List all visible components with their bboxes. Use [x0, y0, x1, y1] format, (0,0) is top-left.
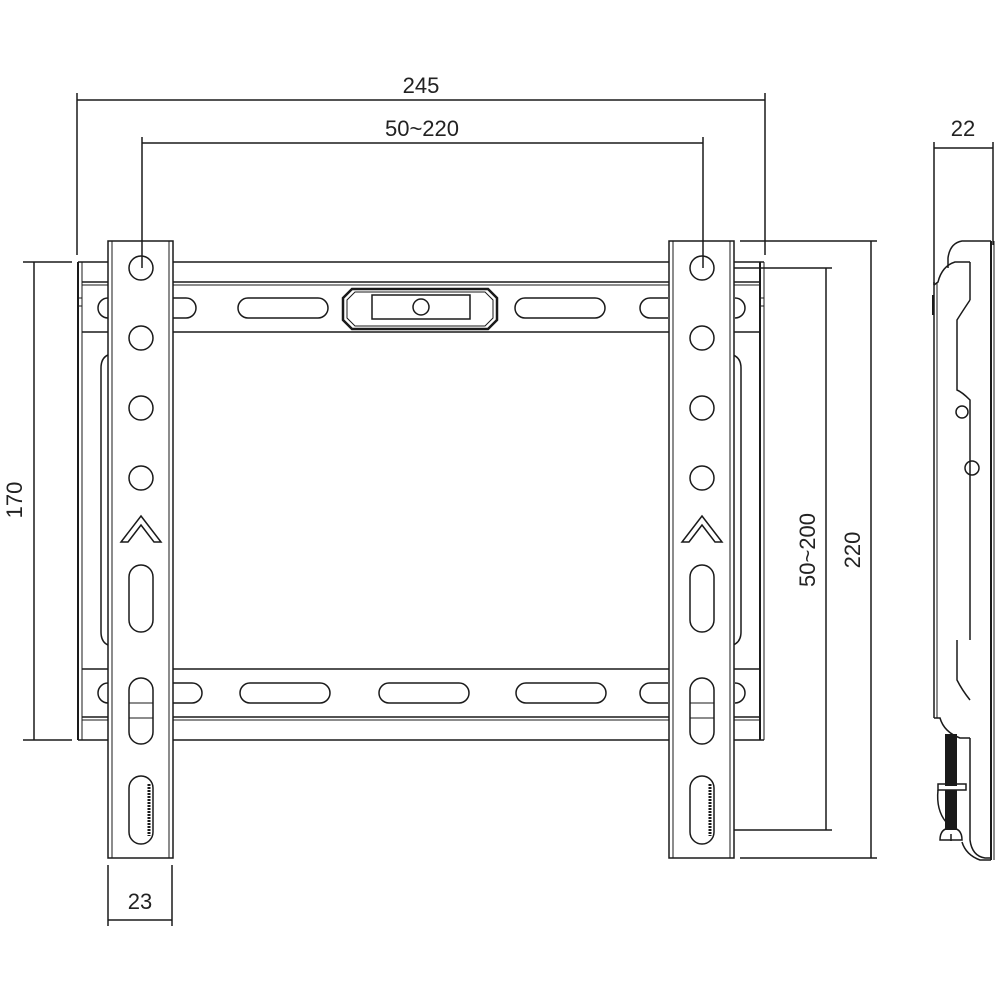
- dim-label-23: 23: [128, 889, 152, 914]
- wall-plate: [77, 261, 765, 741]
- dim-label-170: 170: [2, 482, 27, 519]
- side-profile: [932, 240, 995, 861]
- right-arm: [668, 240, 735, 859]
- dim-label-22: 22: [951, 116, 975, 141]
- dim-label-50-220: 50~220: [385, 116, 459, 141]
- locking-screw-icon: [936, 734, 967, 841]
- spirit-level: [341, 287, 499, 331]
- dimension-vesa-horizontal: 50~220: [141, 116, 704, 268]
- dim-label-245: 245: [403, 73, 440, 98]
- dimension-arm-width: 23: [107, 865, 173, 926]
- dimension-overall-height-left: 170: [2, 261, 72, 741]
- dimension-depth: 22: [933, 116, 994, 285]
- dim-label-220: 220: [840, 532, 865, 569]
- level-bubble-icon: [412, 298, 430, 316]
- up-arrow-icon: [119, 514, 163, 543]
- top-rail-slots: [97, 297, 746, 319]
- dimension-overall-height-right: 220: [740, 240, 877, 859]
- left-arm: [107, 240, 174, 859]
- dim-label-50-200: 50~200: [795, 513, 820, 587]
- bottom-rail-slots: [97, 682, 746, 704]
- up-arrow-icon: [680, 514, 724, 543]
- dimension-vesa-vertical: 50~200: [708, 267, 832, 831]
- dimension-overall-width: 245: [76, 73, 766, 255]
